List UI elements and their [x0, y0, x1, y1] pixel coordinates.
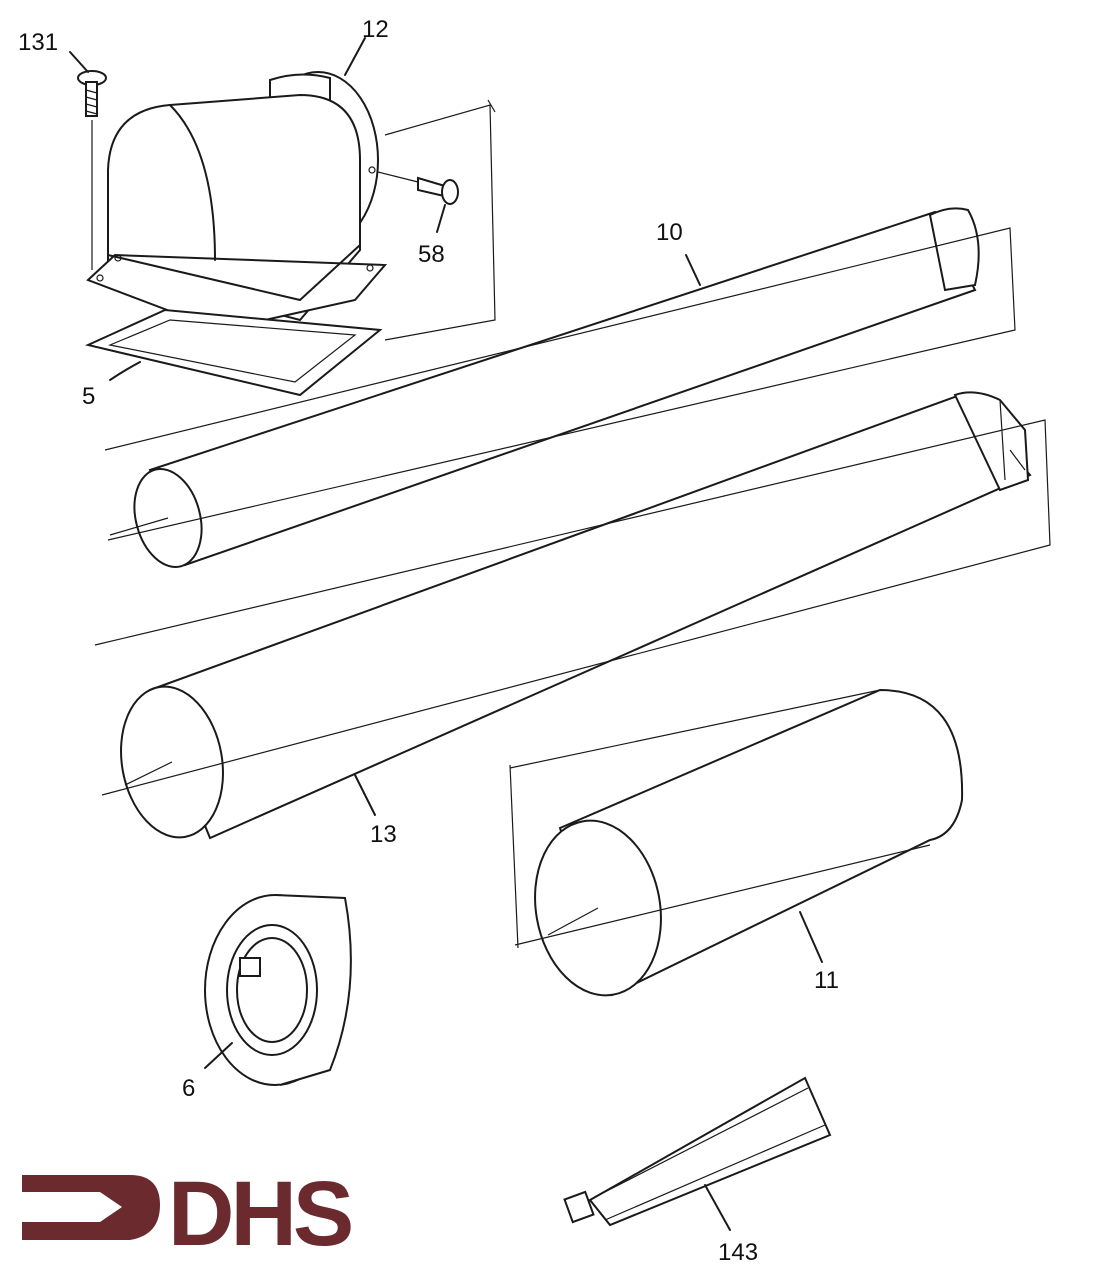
pipe-10	[104, 207, 1016, 569]
tube-143	[563, 1076, 832, 1231]
elbow-12	[86, 37, 496, 341]
callout-12: 12	[362, 16, 389, 43]
gasket-5	[84, 308, 383, 397]
callout-10: 10	[656, 219, 683, 246]
callout-6: 6	[182, 1075, 195, 1102]
callout-5: 5	[82, 383, 95, 410]
logo-text: DHS	[168, 1163, 351, 1265]
arrow-icon	[22, 1175, 160, 1240]
dhs-logo: DHS	[22, 1163, 355, 1265]
callout-143: 143	[718, 1239, 758, 1266]
callout-13: 13	[370, 821, 397, 848]
callout-11: 11	[814, 967, 839, 994]
pipe-13	[94, 391, 1051, 840]
screw-58	[377, 171, 459, 233]
pipe-11	[509, 688, 964, 997]
tape-roll-6	[204, 894, 352, 1086]
screw-131	[69, 51, 107, 270]
callout-131: 131	[18, 29, 58, 56]
callout-58: 58	[418, 241, 445, 268]
